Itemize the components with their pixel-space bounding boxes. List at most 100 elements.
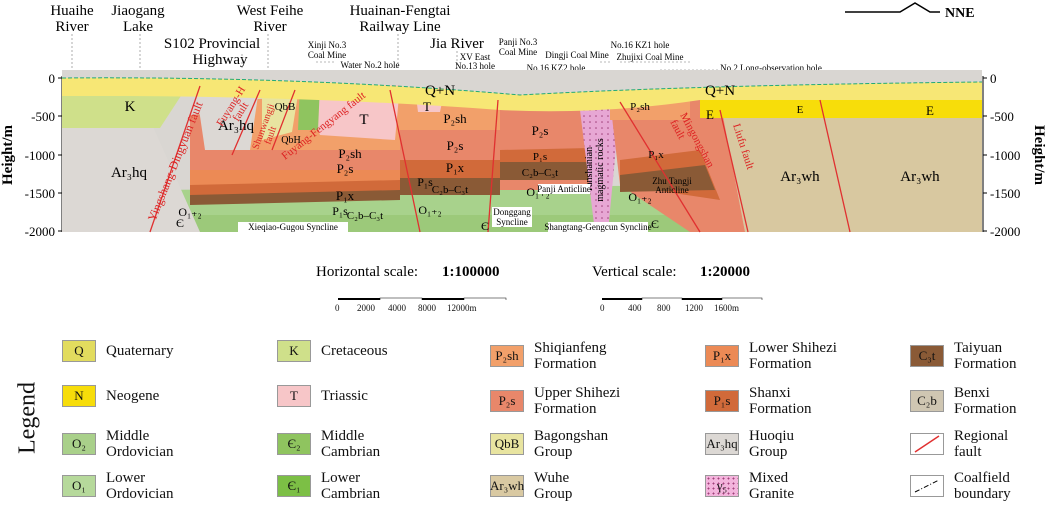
xinji-label-1: Xinji No.3 <box>308 40 347 50</box>
e-b-label: Є <box>481 219 489 233</box>
legend-label-q: Quaternary <box>106 343 174 359</box>
legend-swatch-n: N <box>62 385 96 407</box>
p1s-a-label: P₁s <box>332 204 348 218</box>
kz1-label: No.16 KZ1 hole <box>611 40 670 50</box>
t2-label: T <box>423 99 431 114</box>
h-scale-bar <box>338 297 507 300</box>
ar3hq-upper-label: Ar₃hq <box>218 118 255 134</box>
legend-swatch-p1s: P₁s <box>705 390 739 412</box>
e-c-label: Є <box>651 217 659 231</box>
water-hole-label: Water No.2 hole <box>340 60 399 70</box>
legend-item-q: Q Quaternary <box>62 340 216 362</box>
s102-label-2: Highway <box>193 52 248 68</box>
ar3wh-a-label: Ar₃wh <box>780 169 820 185</box>
v-scale-value: 1:20000 <box>700 264 750 280</box>
panji-label-1: Panji No.3 <box>499 37 538 47</box>
legend-swatch-o1: O₁ <box>62 475 96 497</box>
shangtang-label: Shangtang-Gengcun Syncline <box>544 222 651 232</box>
legend-swatch-p2sh: P₂sh <box>490 345 524 367</box>
svg-text:-500: -500 <box>990 109 1014 124</box>
ar3wh-b-label: Ar₃wh <box>900 169 940 185</box>
v-tick-2: 800 <box>657 303 671 313</box>
legend-swatch-o2: O₂ <box>62 433 96 455</box>
donggang-label-2: Syncline <box>496 217 528 227</box>
qn-left-label: Q+N <box>425 83 455 99</box>
o12-d-label: O₁₊₂ <box>628 190 651 204</box>
compass-label: NNE <box>945 6 975 21</box>
svg-text:-1000: -1000 <box>990 148 1020 163</box>
c-a-label: C₂b–C₃t <box>347 210 383 222</box>
legend-swatch-ar3hq: Ar₃hq <box>705 433 739 455</box>
legend-swatch-p2s: P₂s <box>490 390 524 412</box>
c-b-label: C₂b–C₃t <box>432 184 468 196</box>
legend-swatch-boundary <box>910 475 944 497</box>
svg-text:-500: -500 <box>31 109 55 124</box>
regional-faults <box>149 85 851 233</box>
o12-a-label: O₁₊₂ <box>178 205 201 219</box>
t1-label: T <box>359 112 368 128</box>
fold-labels: Xieqiao-Gugou Syncline Donggang Syncline… <box>238 176 692 232</box>
legend-swatch-granite: γ₅ <box>705 475 739 497</box>
qbh-label: QbH <box>281 135 300 146</box>
legend-swatch-t: T <box>277 385 311 407</box>
legend-swatch-fault <box>910 433 944 455</box>
p2sh-b-label: P₂sh <box>443 111 467 126</box>
svg-text:-1500: -1500 <box>25 186 55 201</box>
west-feihe-label-2: River <box>253 19 286 35</box>
legend-swatch-e2: Є₂ <box>277 433 311 455</box>
kz2-label: No.16 KZ2 hole <box>527 63 586 73</box>
legend-swatch-c3t: C₃t <box>910 345 944 367</box>
north-arrow-icon: NNE <box>845 2 975 21</box>
top-labels: Huaihe River Jiaogang Lake S102 Provinci… <box>50 3 484 68</box>
zhutangji-label-1: Zhu Tangji <box>652 176 692 186</box>
v-tick-3: 1200 <box>685 303 703 313</box>
v-scale-label: Vertical scale: <box>592 264 677 280</box>
k-label: K <box>125 99 136 115</box>
p1x-a-label: P₁x <box>336 188 355 203</box>
ar3hq-lower-label: Ar₃hq <box>111 165 148 181</box>
y-axis-title-right: Height/m <box>1031 125 1045 185</box>
y-axis-title-left: Height/m <box>0 125 16 185</box>
v-tick-0: 0 <box>600 303 605 313</box>
p2s-b-label: P₂s <box>447 138 464 153</box>
west-feihe-label-1: West Feihe <box>237 3 304 19</box>
p2sh-a-label: P₂sh <box>338 146 362 161</box>
legend-label-k: Cretaceous <box>321 343 388 359</box>
legend-swatch-qbb: QbB <box>490 433 524 455</box>
xv-label-1: XV East <box>460 52 491 62</box>
huaihe-label-2: River <box>55 19 88 35</box>
section-text: Q+N Q+N K Ar₃hq Ar₃hq QbB QbH T T P₂sh P… <box>111 83 940 233</box>
geologic-cross-section: Huaihe River Jiaogang Lake S102 Provinci… <box>0 2 1045 300</box>
panji-anti-label: Panji Anticline <box>537 184 591 194</box>
h-tick-0: 0 <box>335 303 340 313</box>
huainan-label-1: Huainan-Fengtai <box>350 3 451 19</box>
p2s-c-label: P₂s <box>532 123 549 138</box>
p1x-b-label: P₁x <box>446 160 465 175</box>
jiaogang-label-2: Lake <box>123 19 153 35</box>
jia-river-label: Jia River <box>430 36 484 52</box>
legend-swatch-q: Q <box>62 340 96 362</box>
o12-b-label: O₁₊₂ <box>418 203 441 217</box>
h-tick-1: 2000 <box>357 303 375 313</box>
zhutangji-label-2: Anticline <box>655 185 689 195</box>
